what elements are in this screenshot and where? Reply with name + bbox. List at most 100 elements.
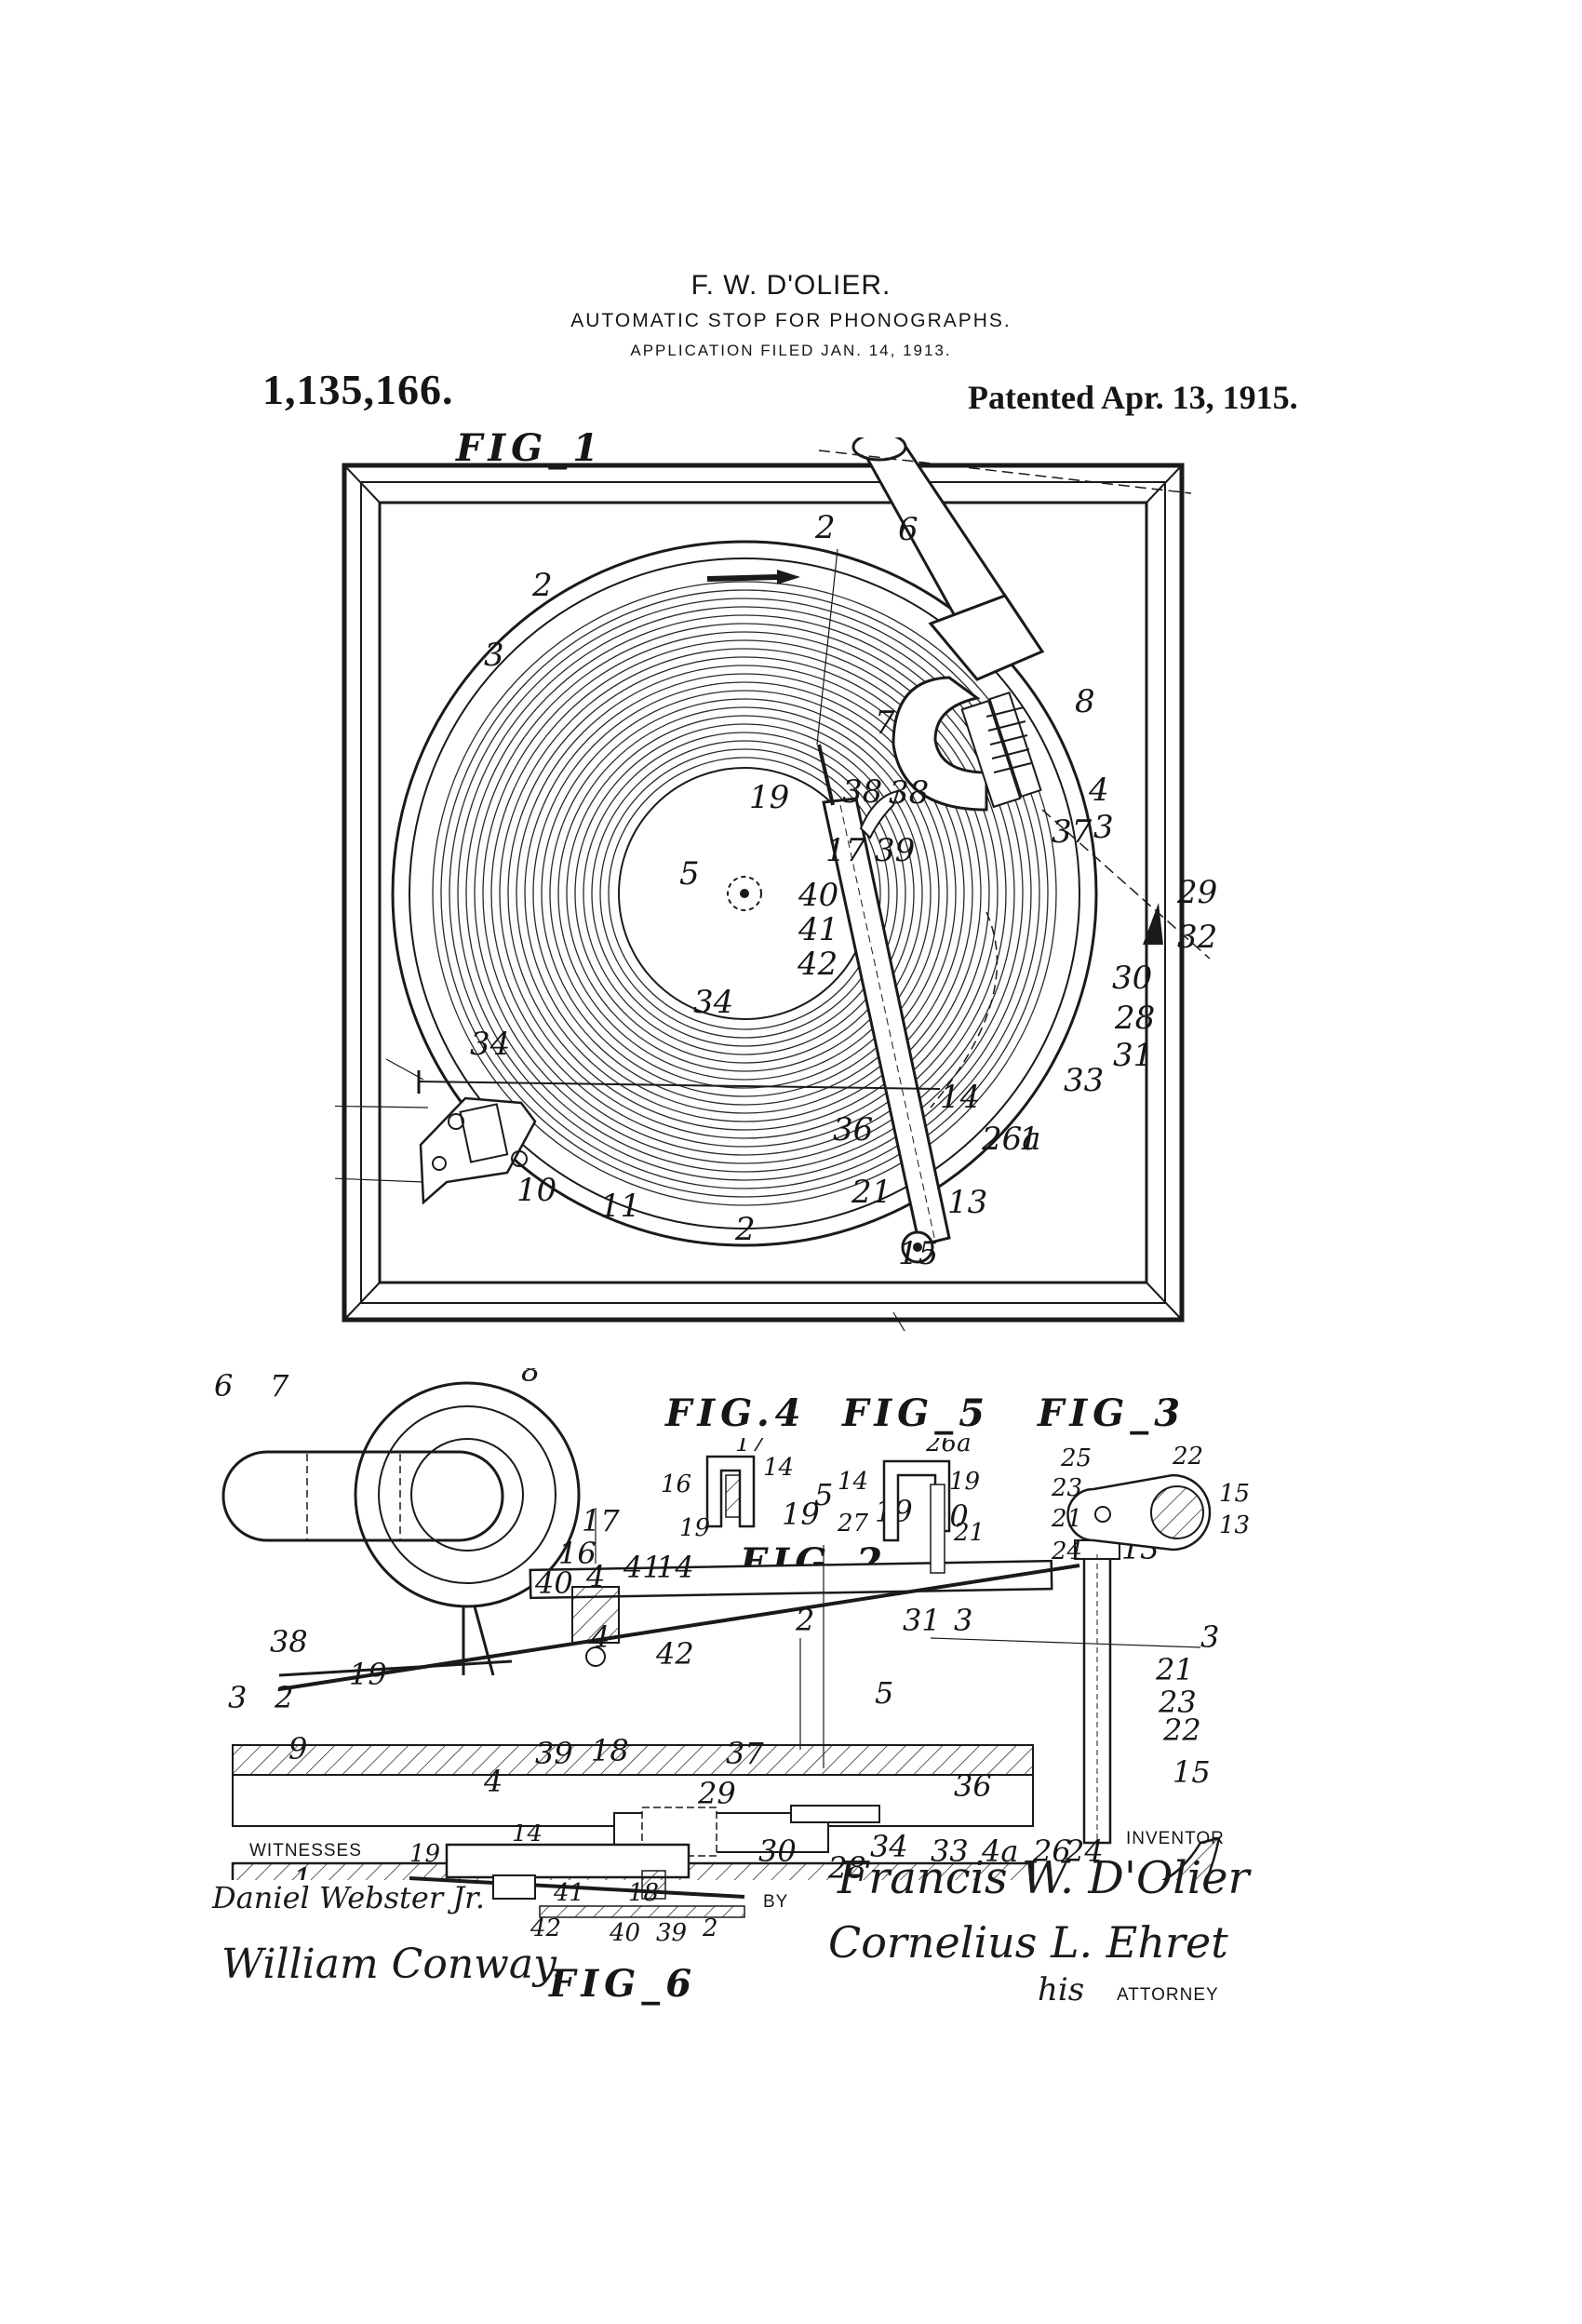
svg-text:14: 14 bbox=[838, 1468, 868, 1496]
svg-text:25: 25 bbox=[1060, 1444, 1092, 1472]
svg-text:18: 18 bbox=[591, 1733, 629, 1768]
svg-text:21: 21 bbox=[851, 1174, 892, 1211]
svg-text:7: 7 bbox=[875, 705, 895, 742]
svg-text:33: 33 bbox=[931, 1834, 969, 1869]
svg-text:29: 29 bbox=[697, 1776, 736, 1811]
his-signature: his bbox=[1038, 1971, 1085, 2008]
svg-text:30: 30 bbox=[1112, 960, 1152, 997]
svg-text:19: 19 bbox=[409, 1840, 440, 1868]
svg-text:40: 40 bbox=[534, 1565, 573, 1601]
svg-text:1: 1 bbox=[293, 1861, 312, 1880]
svg-text:39: 39 bbox=[535, 1736, 573, 1771]
svg-text:13: 13 bbox=[1219, 1511, 1250, 1539]
svg-text:3: 3 bbox=[954, 1603, 972, 1638]
svg-text:14: 14 bbox=[512, 1824, 543, 1847]
svg-text:4a: 4a bbox=[981, 1834, 1018, 1869]
svg-text:9: 9 bbox=[288, 1731, 307, 1767]
by-caption: BY bbox=[763, 1892, 789, 1912]
witness-signature-1: Daniel Webster Jr. bbox=[212, 1880, 486, 1915]
svg-text:15: 15 bbox=[1219, 1480, 1250, 1508]
fig-4-label: FIG.4 bbox=[665, 1391, 807, 1435]
svg-text:3: 3 bbox=[1200, 1619, 1219, 1655]
svg-text:22: 22 bbox=[1162, 1713, 1201, 1748]
svg-text:3: 3 bbox=[1093, 809, 1114, 846]
svg-text:42: 42 bbox=[530, 1914, 561, 1942]
svg-text:34: 34 bbox=[693, 984, 733, 1021]
svg-text:38: 38 bbox=[842, 773, 882, 811]
svg-text:19: 19 bbox=[679, 1514, 710, 1542]
svg-text:17: 17 bbox=[735, 1438, 767, 1458]
svg-text:2: 2 bbox=[702, 1914, 718, 1942]
svg-text:19: 19 bbox=[949, 1468, 980, 1496]
svg-text:4: 4 bbox=[483, 1764, 503, 1799]
svg-text:21: 21 bbox=[953, 1519, 985, 1547]
svg-text:23: 23 bbox=[1051, 1474, 1082, 1502]
svg-text:1: 1 bbox=[1019, 1121, 1039, 1158]
svg-text:22: 22 bbox=[1172, 1443, 1203, 1471]
svg-text:19: 19 bbox=[349, 1657, 387, 1692]
svg-text:34: 34 bbox=[870, 1829, 908, 1864]
svg-text:2: 2 bbox=[531, 567, 553, 604]
svg-text:37: 37 bbox=[1052, 813, 1093, 851]
svg-text:15: 15 bbox=[898, 1235, 938, 1272]
svg-text:5: 5 bbox=[679, 855, 700, 893]
witness-signature-2: William Conway. bbox=[221, 1941, 565, 1988]
svg-text:15: 15 bbox=[1173, 1754, 1211, 1790]
svg-text:24: 24 bbox=[1051, 1538, 1082, 1565]
svg-text:14: 14 bbox=[763, 1454, 794, 1482]
svg-text:26: 26 bbox=[1032, 1834, 1071, 1869]
svg-text:32: 32 bbox=[1177, 919, 1217, 956]
fig-6-label: FIG_6 bbox=[549, 1962, 698, 2006]
svg-text:13: 13 bbox=[947, 1184, 987, 1221]
svg-text:3: 3 bbox=[484, 637, 504, 674]
svg-text:16: 16 bbox=[558, 1536, 597, 1571]
svg-text:26a: 26a bbox=[925, 1438, 972, 1458]
svg-text:34: 34 bbox=[470, 1026, 510, 1063]
svg-text:31: 31 bbox=[1113, 1037, 1153, 1074]
svg-text:38: 38 bbox=[889, 774, 929, 812]
svg-text:18: 18 bbox=[628, 1879, 659, 1907]
svg-text:39: 39 bbox=[656, 1919, 687, 1947]
svg-text:14: 14 bbox=[656, 1550, 694, 1585]
svg-text:10: 10 bbox=[516, 1172, 556, 1209]
svg-text:11: 11 bbox=[600, 1188, 640, 1225]
patent-title: AUTOMATIC STOP FOR PHONOGRAPHS. bbox=[570, 310, 1012, 331]
svg-text:42: 42 bbox=[655, 1636, 694, 1672]
svg-text:16: 16 bbox=[661, 1471, 691, 1498]
patent-number: 1,135,166. bbox=[262, 366, 454, 413]
svg-text:19: 19 bbox=[782, 1497, 820, 1532]
svg-text:5: 5 bbox=[875, 1675, 893, 1711]
svg-text:4: 4 bbox=[1088, 772, 1109, 809]
svg-text:2: 2 bbox=[795, 1603, 814, 1638]
svg-text:7: 7 bbox=[270, 1368, 289, 1404]
fig-1-label: FIG_1 bbox=[456, 426, 605, 470]
witnesses-caption: WITNESSES bbox=[249, 1841, 362, 1861]
svg-text:28: 28 bbox=[827, 1850, 866, 1880]
svg-text:14: 14 bbox=[940, 1079, 980, 1116]
svg-text:2: 2 bbox=[274, 1680, 293, 1715]
svg-text:26a: 26a bbox=[981, 1121, 1041, 1158]
svg-text:39: 39 bbox=[875, 832, 915, 869]
svg-text:40: 40 bbox=[609, 1919, 640, 1947]
svg-text:3: 3 bbox=[228, 1680, 247, 1715]
fig-5-label: FIG_5 bbox=[842, 1391, 991, 1435]
svg-text:5: 5 bbox=[814, 1477, 833, 1512]
svg-text:8: 8 bbox=[1075, 683, 1095, 720]
svg-text:4: 4 bbox=[590, 1619, 610, 1655]
svg-text:41: 41 bbox=[623, 1550, 662, 1585]
svg-text:2: 2 bbox=[734, 1211, 756, 1248]
inventor-signature: Francis W. D'Olier bbox=[838, 1852, 1250, 1904]
svg-text:40: 40 bbox=[798, 877, 838, 914]
svg-text:17: 17 bbox=[825, 832, 866, 869]
svg-text:28: 28 bbox=[1114, 1000, 1155, 1037]
svg-text:29: 29 bbox=[1176, 874, 1217, 911]
attorney-caption: ATTORNEY bbox=[1117, 1985, 1219, 2005]
